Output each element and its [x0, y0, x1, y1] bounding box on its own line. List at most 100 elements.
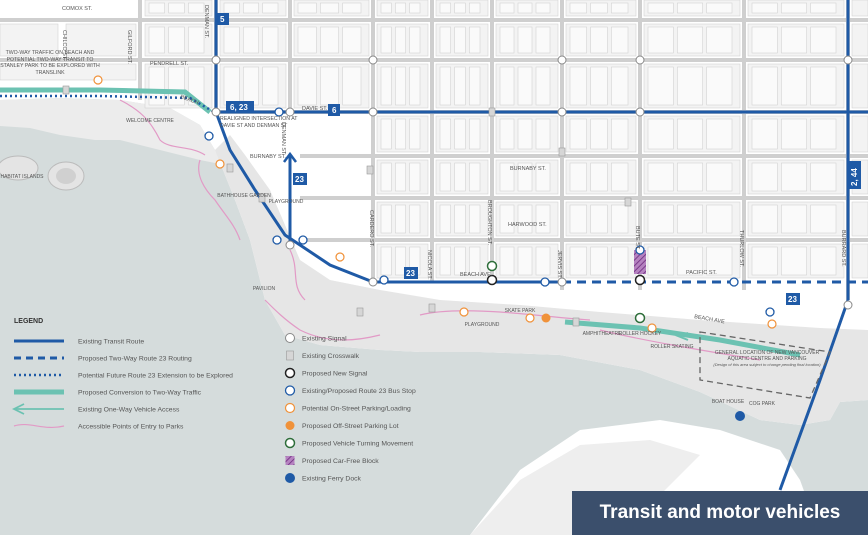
- svg-text:THURLOW ST.: THURLOW ST.: [738, 230, 744, 268]
- crosswalk-icon: [488, 107, 496, 117]
- svg-text:GILFORD ST.: GILFORD ST.: [126, 30, 132, 64]
- crosswalk-icon: [62, 85, 70, 95]
- two-way-conversion-west: [0, 87, 212, 114]
- aquatic-note-sub: (Design of this area subject to change p…: [713, 362, 821, 367]
- two-way-conversion-east: [564, 319, 801, 358]
- signal-icon: [557, 107, 567, 117]
- two-way-note: TWO-WAY TRAFFIC ON BEACH AND POTENTIAL T…: [0, 50, 100, 76]
- parking-outline-icon: [335, 252, 345, 262]
- svg-text:BEACH AVE.: BEACH AVE.: [460, 272, 493, 278]
- signal-icon: [635, 107, 645, 117]
- caption: Transit and motor vehicles: [572, 491, 868, 535]
- parking-outline-icon: [525, 313, 535, 323]
- signal-icon: [557, 55, 567, 65]
- aquatic-centre-outline: [699, 331, 831, 399]
- city-blocks: [0, 0, 868, 279]
- bus-stop-icon: [765, 307, 775, 317]
- svg-text:BURNABY ST.: BURNABY ST.: [510, 166, 546, 172]
- crosswalk-icon: [624, 197, 632, 207]
- svg-text:23: 23: [406, 269, 415, 278]
- one-way-arrow-icon: [674, 332, 689, 341]
- turn-icon: [486, 260, 498, 272]
- svg-text:DENMAN ST.: DENMAN ST.: [280, 122, 286, 156]
- crosswalk-icon: [356, 307, 364, 317]
- bus-stop-icon: [379, 275, 389, 285]
- signal-icon: [635, 55, 645, 65]
- svg-text:JERVIS ST.: JERVIS ST.: [556, 250, 562, 279]
- svg-text:BOAT HOUSE: BOAT HOUSE: [712, 399, 745, 405]
- signal-icon: [211, 55, 221, 65]
- svg-text:2, 44: 2, 44: [850, 168, 859, 186]
- svg-text:DAVIE ST.: DAVIE ST.: [302, 106, 328, 112]
- bus-stop-icon: [298, 235, 308, 245]
- svg-text:BEACH AVE: BEACH AVE: [694, 314, 726, 325]
- svg-text:NICOLA ST.: NICOLA ST.: [426, 250, 432, 280]
- svg-text:BROUGHTON ST.: BROUGHTON ST.: [486, 200, 492, 246]
- svg-text:BURNABY ST.: BURNABY ST.: [250, 154, 286, 160]
- new-signal-icon: [486, 274, 498, 286]
- car-free-block: [634, 250, 646, 274]
- route-23-extension: [0, 94, 215, 114]
- signal-icon: [285, 240, 295, 250]
- svg-text:CARDERO ST.: CARDERO ST.: [368, 210, 374, 247]
- svg-text:5: 5: [220, 15, 225, 24]
- crosswalk-icon: [428, 303, 436, 313]
- signal-icon: [557, 277, 567, 287]
- aquatic-note: GENERAL LOCATION OF NEW VANCOUVER AQUATI…: [708, 350, 826, 368]
- park-beach: [215, 135, 868, 425]
- bus-stop-icon: [540, 277, 550, 287]
- svg-text:SKATE PARK: SKATE PARK: [505, 308, 536, 314]
- new-signal-icon: [634, 274, 646, 286]
- bus-stop-icon: [635, 245, 645, 255]
- svg-text:PENDRELL ST.: PENDRELL ST.: [150, 61, 189, 67]
- crosswalk-icon: [558, 147, 566, 157]
- park-west: [0, 98, 225, 165]
- habitat-island-1: [0, 155, 39, 181]
- route-badges: 5 6, 23 6 23 23 23 2, 44: [217, 13, 861, 305]
- svg-text:BURRARD ST.: BURRARD ST.: [840, 230, 846, 267]
- aquatic-note-title: GENERAL LOCATION OF NEW VANCOUVER AQUATI…: [714, 350, 820, 362]
- svg-text:WELCOME CENTRE: WELCOME CENTRE: [126, 118, 174, 124]
- map-markers: [62, 55, 853, 421]
- svg-text:BATHHOUSE GARDEN: BATHHOUSE GARDEN: [217, 193, 271, 199]
- svg-text:COMOX ST.: COMOX ST.: [62, 6, 93, 12]
- parking-outline-icon: [647, 323, 657, 333]
- route-south: [778, 299, 850, 491]
- svg-text:BUTE ST.: BUTE ST.: [634, 226, 640, 251]
- svg-text:PLAYGROUND: PLAYGROUND: [269, 199, 304, 205]
- svg-text:PACIFIC ST.: PACIFIC ST.: [686, 270, 717, 276]
- svg-text:COG PARK: COG PARK: [749, 401, 776, 407]
- svg-text:HARWOOD ST.: HARWOOD ST.: [508, 222, 547, 228]
- realigned-note: REALIGNED INTERSECTION AT DAVIE ST AND D…: [220, 116, 298, 129]
- svg-text:ROLLER SKATING: ROLLER SKATING: [651, 344, 694, 350]
- signal-icon: [368, 107, 378, 117]
- turn-icon: [634, 312, 646, 324]
- crosswalk-icon: [366, 165, 374, 175]
- svg-text:PLAYGROUND: PLAYGROUND: [465, 322, 500, 328]
- signal-icon: [843, 55, 853, 65]
- accessible-paths: [119, 99, 761, 361]
- signal-icon: [285, 107, 295, 117]
- bus-stop-icon: [204, 131, 214, 141]
- signal-icon: [368, 277, 378, 287]
- svg-text:6, 23: 6, 23: [230, 103, 248, 112]
- crosswalk-icon: [572, 317, 580, 327]
- bus-stop-icon: [274, 107, 284, 117]
- svg-text:AMPHITHEATRE: AMPHITHEATRE: [583, 331, 622, 337]
- signal-icon: [211, 107, 221, 117]
- svg-text:CHILCO ST.: CHILCO ST.: [61, 30, 67, 61]
- parking-solid-icon: [541, 313, 551, 323]
- route-arrow-up-icon: [283, 151, 297, 163]
- parking-outline-icon: [93, 75, 103, 85]
- crosswalk-icon: [226, 163, 234, 173]
- svg-text:ROLLER HOCKEY: ROLLER HOCKEY: [619, 331, 662, 337]
- signal-icon: [843, 300, 853, 310]
- signal-icon: [368, 55, 378, 65]
- svg-text:DENMAN ST.: DENMAN ST.: [203, 5, 209, 39]
- crosswalk-icon: [258, 193, 266, 203]
- svg-text:23: 23: [788, 295, 797, 304]
- bus-stop-icon: [729, 277, 739, 287]
- parking-outline-icon: [215, 159, 225, 169]
- svg-text:23: 23: [295, 175, 304, 184]
- parking-outline-icon: [459, 307, 469, 317]
